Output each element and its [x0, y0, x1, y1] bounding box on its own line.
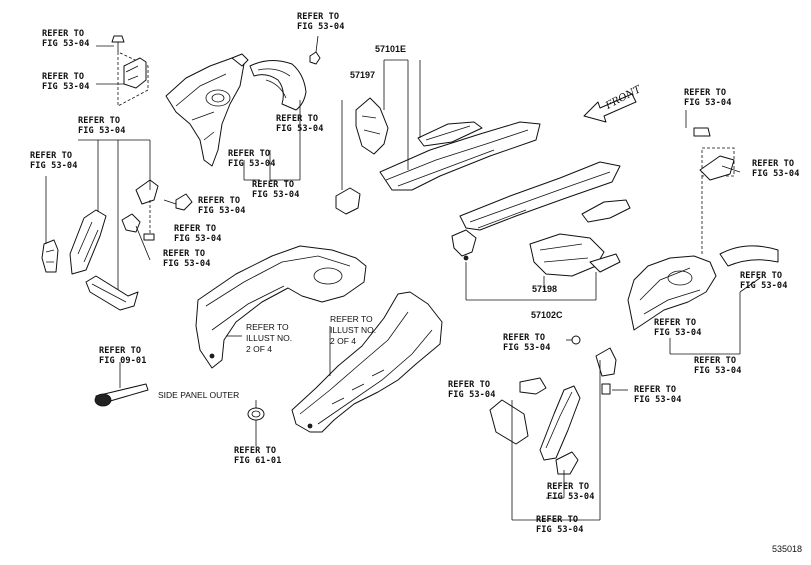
part-number-57198: 57198	[532, 284, 558, 294]
front-arrow-icon	[583, 93, 637, 123]
note-side-panel-outer: SIDE PANEL OUTER	[158, 390, 240, 400]
diagram-id: 535018	[772, 544, 803, 554]
small-bracket-57101e-part	[417, 121, 483, 147]
bolt-part-top-left	[111, 35, 125, 52]
bracket-bottom-tall-part	[539, 385, 581, 475]
wheelhouse-inner-front-part	[165, 53, 249, 167]
bracket-right-upper-part	[693, 127, 735, 256]
bracket-small-left	[41, 239, 59, 273]
wheelhouse-inner-rear-part	[627, 255, 717, 331]
bracket-part-top-left	[117, 51, 149, 107]
bracket-bottom-center-part	[489, 377, 547, 445]
part-number-57197: 57197	[350, 70, 376, 80]
rocker-panel-57101e-part	[379, 121, 541, 191]
bracket-tall-left	[69, 209, 107, 275]
apron-upper-reinforcement-part	[249, 60, 307, 111]
bracket-lower-left	[85, 275, 139, 311]
front-side-member-right-part	[291, 291, 443, 433]
small-bracket-57102c-part	[581, 199, 631, 223]
note-refer-illust-right: REFER TO ILLUST NO. 2 OF 4	[330, 314, 377, 346]
reinforcement-57198-part	[529, 233, 621, 277]
front-side-member-left-part	[195, 245, 367, 369]
apron-upper-rear-part	[719, 245, 779, 267]
bracket-bottom-right-part	[571, 335, 617, 395]
stud-part-fig-0901	[94, 383, 149, 407]
bracket-mid-left	[121, 179, 193, 241]
rocker-panel-57102c-part	[459, 161, 621, 231]
part-number-57102c: 57102C	[531, 310, 563, 320]
clip-part-top-center	[309, 35, 321, 65]
leader-lines	[45, 45, 761, 521]
part-number-57101e: 57101E	[375, 44, 407, 54]
grommet-part-side-panel	[247, 407, 265, 421]
reinforcement-57197-part	[355, 97, 389, 155]
bracket-left-57102c-part	[451, 229, 477, 261]
note-refer-illust-left: REFER TO ILLUST NO. 2 OF 4	[246, 322, 293, 354]
lower-bracket-57197-part	[335, 187, 361, 215]
